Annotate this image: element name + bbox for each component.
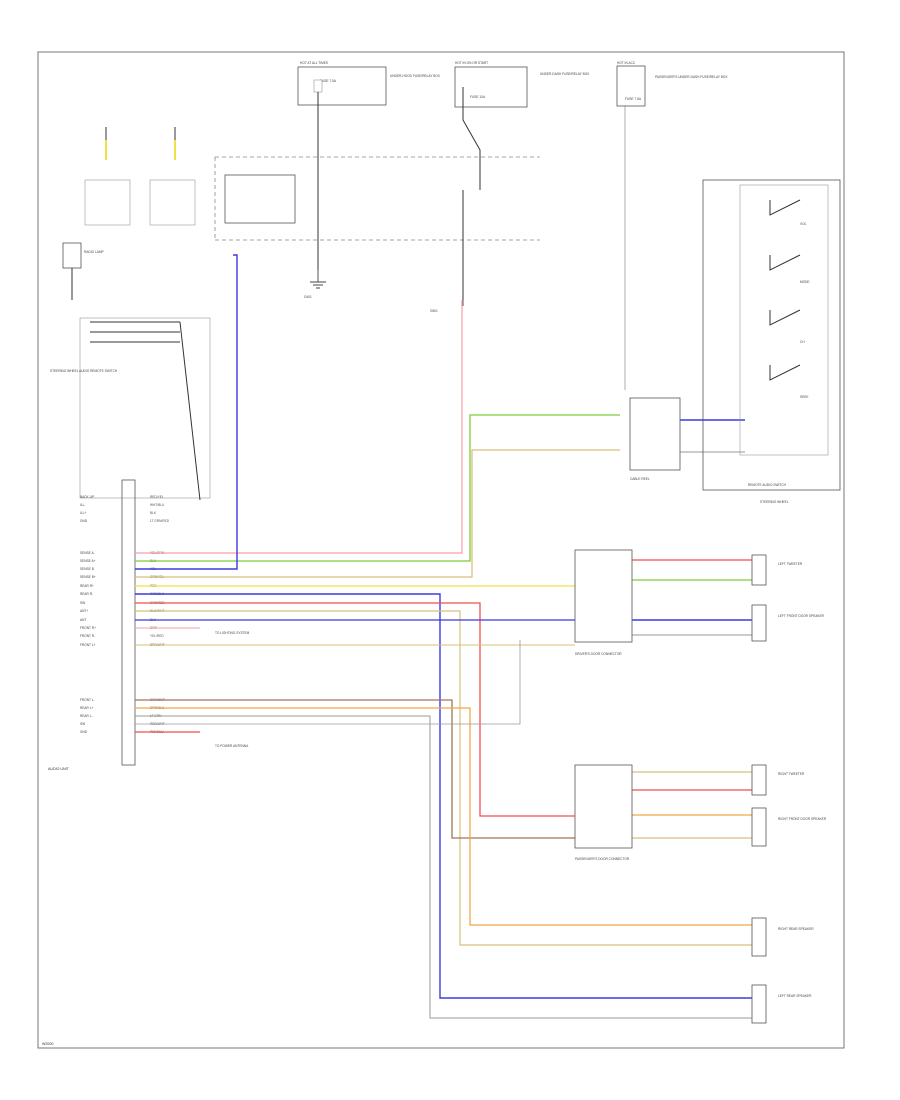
label-fuse-a: FUSE 7.5A	[320, 79, 337, 83]
power-distribution: HOT AT ALL TIMES FUSE 7.5A UNDER-HOOD FU…	[214, 61, 728, 313]
wire-rl-plus	[135, 593, 752, 999]
svg-text:RIGHT REAR SPEAKER: RIGHT REAR SPEAKER	[778, 927, 814, 931]
svg-text:G401: G401	[304, 295, 312, 299]
audio-pin-19: REAR L-	[80, 714, 93, 718]
svg-text:PASSENGER'S DOOR CONNECTOR: PASSENGER'S DOOR CONNECTOR	[575, 857, 630, 861]
svg-text:G501: G501	[430, 309, 438, 313]
switch-mode: MODE	[769, 254, 810, 284]
audio-wire-label-1: RED/YEL	[150, 495, 164, 499]
right-rear-speaker: RIGHT REAR SPEAKER	[751, 917, 814, 957]
wire-fr-minus	[135, 699, 575, 839]
audio-pin-4: GND	[80, 519, 88, 523]
audio-unit-title: AUDIO UNIT	[48, 767, 70, 771]
audio-pin-1: BACK UP	[80, 495, 94, 499]
wire-remote-b	[135, 449, 620, 578]
audio-pin-3: ILL+	[80, 511, 86, 515]
ground-g501: G501	[430, 300, 464, 313]
label-hot-in-on: HOT IN ON OR START	[455, 61, 488, 65]
svg-text:DRIVER'S DOOR CONNECTOR: DRIVER'S DOOR CONNECTOR	[575, 652, 622, 656]
audio-pin-21: GND	[80, 730, 88, 734]
label-hot-at-all-times: HOT AT ALL TIMES	[300, 61, 328, 65]
svg-text:RIGHT FRONT DOOR SPEAKER: RIGHT FRONT DOOR SPEAKER	[778, 817, 827, 821]
audio-wire-label-2: WHT/BLU	[150, 503, 165, 507]
label-passenger-box: PASSENGER'S UNDER-DASH FUSE/RELAY BOX	[655, 75, 728, 79]
label-hot-in-acc: HOT IN ACC	[617, 61, 636, 65]
steering-wheel: STEERING WHEEL REMOTE AUDIO SWITCH VOL M…	[702, 179, 841, 504]
svg-text:LEFT TWEETER: LEFT TWEETER	[778, 562, 803, 566]
audio-pin-15: FRONT R-	[80, 634, 95, 638]
wire-rl-minus	[135, 715, 752, 1019]
wire-hot-on	[135, 300, 463, 554]
steering-remote-switch: STEERING WHEEL AUDIO REMOTE SWITCH	[50, 317, 211, 501]
wire-sw	[135, 640, 521, 725]
audio-pin-14: FRONT R+	[80, 626, 96, 630]
wire-rr-minus	[135, 610, 752, 946]
audio-pin-10: REAR R-	[80, 592, 93, 596]
svg-text:RADIO LAMP: RADIO LAMP	[84, 250, 104, 254]
radio-lamp: RADIO LAMP	[62, 242, 104, 300]
passenger-fuse-box	[616, 65, 646, 107]
label-underdash-box: UNDER-DASH FUSE/RELAY BOX	[540, 72, 590, 76]
passenger-door-connector: PASSENGER'S DOOR CONNECTOR	[574, 764, 633, 861]
audio-unit: AUDIO UNIT BACK UP RED/YEL ILL- WHT/BLU ILL+…	[48, 479, 170, 771]
audio-pin-20: SW	[80, 722, 85, 726]
left-power-tabs	[84, 127, 196, 226]
audio-pin-13: ANT	[80, 618, 86, 622]
audio-pin-18: REAR L+	[80, 706, 94, 710]
audio-wire-label-3: BLK	[150, 511, 157, 515]
svg-text:SEEK: SEEK	[800, 395, 809, 399]
right-tweeter: RIGHT TWEETER	[751, 764, 805, 796]
svg-text:CABLE REEL: CABLE REEL	[630, 477, 650, 481]
driver-door-connector: DRIVER'S DOOR CONNECTOR	[574, 549, 633, 656]
label-fuse-c: FUSE 7.5A	[625, 97, 642, 101]
audio-pin-5: SENSE A-	[80, 551, 95, 555]
fuse-a-symbol	[313, 79, 323, 93]
relay-box	[224, 174, 296, 224]
label-underhood-box: UNDER-HOOD FUSE/RELAY BOX	[390, 74, 441, 78]
underhood-fuse-box	[297, 66, 387, 106]
wire-illum	[135, 254, 238, 570]
svg-text:STEERING WHEEL AUDIO REMOTE SW: STEERING WHEEL AUDIO REMOTE SWITCH	[50, 369, 118, 373]
right-front-door-speaker: RIGHT FRONT DOOR SPEAKER	[751, 807, 827, 847]
cable-reel: CABLE REEL	[629, 397, 681, 481]
audio-pin-2: ILL-	[80, 503, 86, 507]
audio-pin-6: SENSE A+	[80, 559, 96, 563]
diagram-id: W2000	[42, 1042, 53, 1046]
left-tweeter: LEFT TWEETER	[751, 554, 803, 586]
left-front-door-speaker: LEFT FRONT DOOR SPEAKER	[751, 604, 825, 642]
svg-text:STEERING WHEEL: STEERING WHEEL	[760, 500, 789, 504]
svg-text:CH: CH	[800, 340, 805, 344]
label-fuse-b: FUSE 10A	[470, 95, 486, 99]
svg-text:VOL: VOL	[800, 222, 807, 226]
diagram-frame	[37, 51, 845, 1049]
wire-fr-plus	[135, 602, 575, 817]
switch-ch: CH	[769, 309, 805, 344]
switch-vol: VOL	[769, 199, 807, 226]
audio-pin-17: FRONT L-	[80, 698, 95, 702]
audio-pin-8: SENSE B+	[80, 575, 96, 579]
wire-harness	[135, 105, 752, 1019]
note-to-antenna: TO POWER ANTENNA	[215, 744, 249, 748]
left-rear-speaker: LEFT REAR SPEAKER	[751, 984, 812, 1024]
audio-wire-label-15: YEL/RED	[150, 634, 164, 638]
svg-text:MODE: MODE	[800, 280, 810, 284]
note-to-lighting: TO LIGHTING SYSTEM	[215, 631, 250, 635]
wire-rr-plus	[135, 707, 752, 926]
svg-text:REMOTE AUDIO SWITCH: REMOTE AUDIO SWITCH	[748, 483, 787, 487]
svg-text:RIGHT TWEETER: RIGHT TWEETER	[778, 772, 805, 776]
audio-pin-16: FRONT L+	[80, 643, 96, 647]
underdash-fuse-box	[454, 66, 528, 108]
switch-seek: SEEK	[769, 364, 809, 399]
audio-pin-12: ANT+	[80, 609, 88, 613]
svg-text:LEFT REAR SPEAKER: LEFT REAR SPEAKER	[778, 994, 812, 998]
ground-g401: G401	[304, 270, 326, 299]
audio-pin-11: SW	[80, 601, 85, 605]
audio-pin-9: REAR R+	[80, 584, 94, 588]
audio-pin-7: SENSE B	[80, 567, 94, 571]
audio-wire-label-4: LT GRN/RED	[150, 519, 170, 523]
wire-remote-a	[135, 414, 620, 562]
svg-text:LEFT FRONT DOOR SPEAKER: LEFT FRONT DOOR SPEAKER	[778, 614, 825, 618]
